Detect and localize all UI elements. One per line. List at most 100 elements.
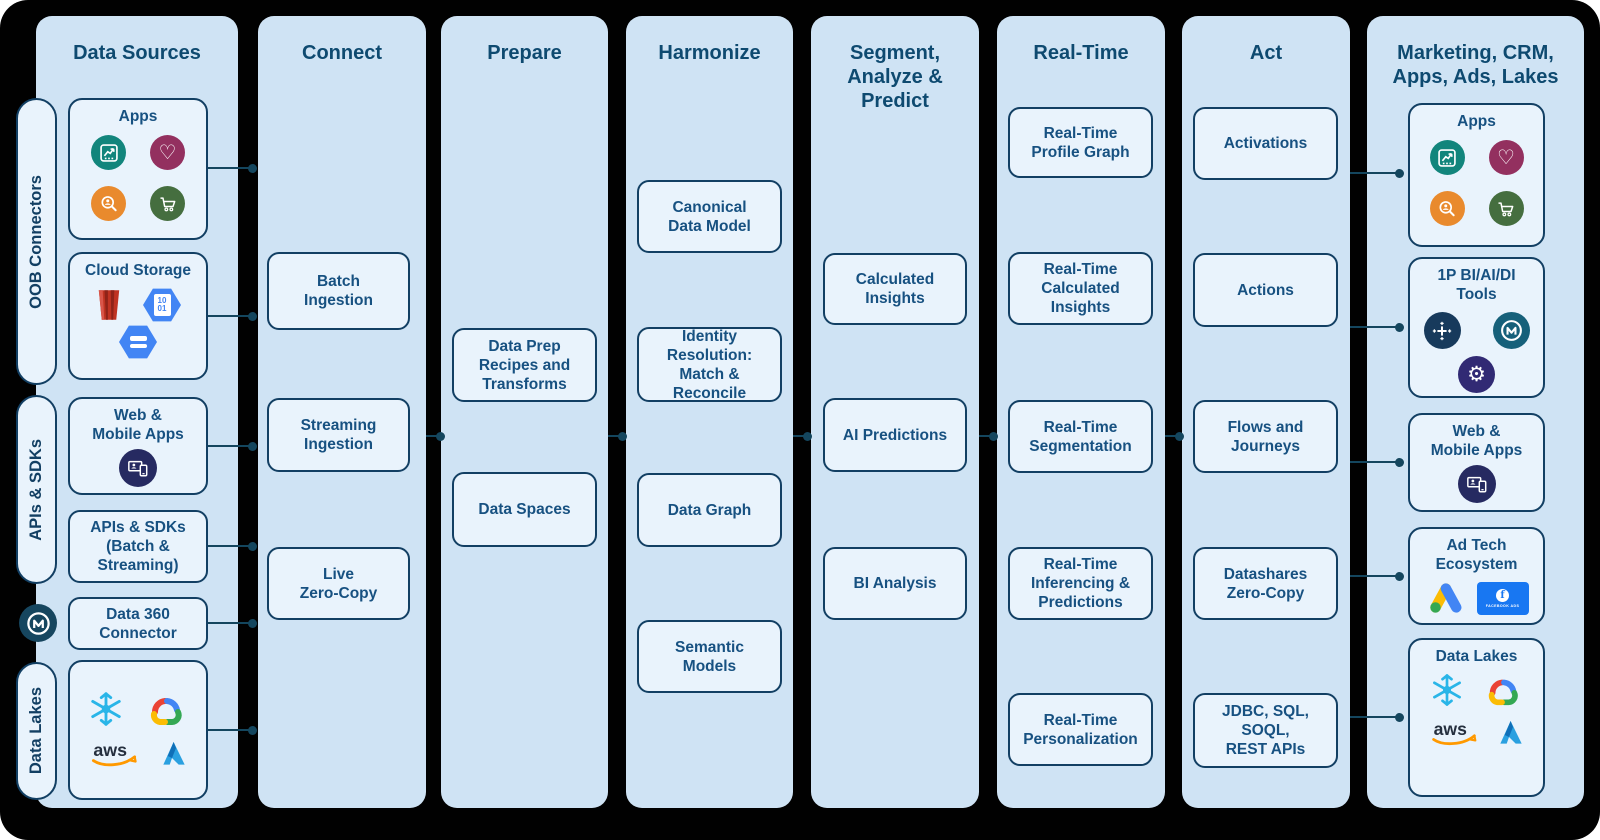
box-batch-ingestion: Batch Ingestion <box>267 252 410 330</box>
google-cloud-icon <box>1488 679 1518 706</box>
rail-label: APIs & SDKs <box>27 438 45 541</box>
box-data-spaces: Data Spaces <box>452 472 597 547</box>
cloud-storage-icons-row: 10 01 <box>95 288 181 322</box>
connector-apis-to-connect <box>208 541 257 551</box>
apps-icon-grid: ♡ <box>1429 140 1524 226</box>
card-data-lakes-sources: aws <box>68 660 208 800</box>
ad-tech-icons-row: f FACEBOOK ADS <box>1425 581 1529 615</box>
data-lakes-icons-row: aws <box>88 738 188 770</box>
box-calculated-insights: Calculated Insights <box>823 253 967 325</box>
aws-icon: aws <box>1431 719 1476 745</box>
analytics-chart-icon <box>91 135 126 170</box>
aws-icon: aws <box>91 740 137 767</box>
column-data-sources: Data Sources Apps ♡ Cloud Storage <box>36 16 238 808</box>
box-flows-journeys: Flows and Journeys <box>1193 400 1338 473</box>
card-title: Data 360 Connector <box>99 605 177 642</box>
column-title: Real-Time <box>1033 42 1129 64</box>
connector-flows-to-webmobile <box>1350 457 1404 467</box>
column-segment-analyze-predict: Segment, Analyze & Predict Calculated In… <box>811 16 979 808</box>
box-identity-resolution: Identity Resolution: Match & Reconcile <box>637 327 782 402</box>
azure-icon <box>1499 721 1522 744</box>
tableau-icon <box>1423 312 1461 349</box>
column-connect: Connect Batch Ingestion Streaming Ingest… <box>258 16 426 808</box>
rail-data-lakes: Data Lakes <box>16 662 57 800</box>
svg-text:aws: aws <box>1433 719 1466 739</box>
mulesoft-rail-icon <box>19 604 57 642</box>
rail-apis-sdks: APIs & SDKs <box>16 395 57 584</box>
column-real-time: Real-Time Real-Time Profile Graph Real-T… <box>997 16 1165 808</box>
box-data-prep: Data Prep Recipes and Transforms <box>452 328 597 402</box>
data-lakes-icons-row: aws <box>1429 717 1525 749</box>
connector-connect-to-prepare <box>426 431 445 441</box>
connector-realtime-to-act <box>1165 431 1184 441</box>
column-title: Harmonize <box>658 42 761 64</box>
connector-data360-to-connect <box>208 618 257 628</box>
svg-text:aws: aws <box>93 740 127 760</box>
column-title: Marketing, CRM, Apps, Ads, Lakes <box>1392 42 1559 88</box>
box-activations: Activations <box>1193 107 1338 180</box>
column-title: Data Sources <box>73 42 201 64</box>
box-rt-inferencing: Real-Time Inferencing & Predictions <box>1008 547 1153 620</box>
tools-icons-row <box>1423 312 1530 349</box>
column-act: Act Activations Actions Flows and Journe… <box>1182 16 1350 808</box>
box-ai-predictions: AI Predictions <box>823 398 967 472</box>
analytics-chart-icon <box>1429 140 1465 175</box>
web-mobile-icon <box>119 449 157 487</box>
aws-s3-icon <box>98 290 120 320</box>
mulesoft-icon <box>1492 312 1530 349</box>
card-title: Web & Mobile Apps <box>92 407 184 443</box>
rail-oob-connectors: OOB Connectors <box>16 98 57 385</box>
box-rt-calculated-insights: Real-Time Calculated Insights <box>1008 252 1153 325</box>
column-title: Prepare <box>487 42 562 64</box>
binary-doc-hex-icon: 10 01 <box>143 288 181 322</box>
box-jdbc-sql-soql-rest: JDBC, SQL, SOQL, REST APIs <box>1193 693 1338 768</box>
azure-icon <box>163 742 185 765</box>
card-cloud-storage: Cloud Storage 10 01 <box>68 252 208 380</box>
connector-harmonize-to-segment <box>793 431 812 441</box>
rail-label: Data Lakes <box>27 687 45 775</box>
card-title: 1P BI/AI/DI Tools <box>1437 267 1516 303</box>
card-title: Web & Mobile Apps <box>1430 423 1523 459</box>
connector-jdbc-to-datalakes <box>1350 712 1404 722</box>
column-title: Act <box>1249 42 1283 64</box>
card-title: APIs & SDKs (Batch & Streaming) <box>90 519 186 574</box>
einstein-ai-icon: ⚙ <box>1458 356 1495 393</box>
box-rt-personalization: Real-Time Personalization <box>1008 693 1153 766</box>
card-title: Apps <box>1457 113 1496 130</box>
web-mobile-icon <box>1457 465 1496 503</box>
column-title: Connect <box>302 42 382 64</box>
google-cloud-storage-icon <box>119 325 157 359</box>
snowflake-icon <box>1432 674 1461 706</box>
connector-activations-to-apps <box>1350 168 1404 178</box>
box-datashares-zero-copy: Datashares Zero-Copy <box>1193 547 1338 620</box>
card-apis-sdks: APIs & SDKs (Batch & Streaming) <box>68 510 208 583</box>
apps-icon-grid: ♡ <box>91 135 185 221</box>
card-title: Apps <box>118 108 158 125</box>
box-rt-segmentation: Real-Time Segmentation <box>1008 400 1153 473</box>
card-data-360-connector: Data 360 Connector <box>68 597 208 650</box>
column-marketing-crm: Marketing, CRM, Apps, Ads, Lakes Apps ♡ … <box>1367 16 1584 808</box>
person-search-icon <box>91 186 126 221</box>
box-actions: Actions <box>1193 253 1338 327</box>
column-title: Segment, Analyze & Predict <box>847 42 943 112</box>
connector-segment-to-realtime <box>979 431 998 441</box>
connector-apps-to-connect <box>208 163 257 173</box>
cart-icon <box>150 186 185 221</box>
box-data-graph: Data Graph <box>637 473 782 547</box>
data-lakes-icons-row <box>1429 672 1525 708</box>
connector-datalakes-to-connect <box>208 725 257 735</box>
connector-prepare-to-harmonize <box>608 431 627 441</box>
box-live-zero-copy: Live Zero-Copy <box>267 547 410 620</box>
google-ads-icon <box>1429 583 1461 613</box>
card-web-mobile-apps: Web & Mobile Apps <box>68 397 208 495</box>
person-search-icon <box>1429 191 1465 226</box>
connector-actions-to-tools <box>1350 322 1404 332</box>
box-semantic-models: Semantic Models <box>637 620 782 693</box>
facebook-ads-icon: f FACEBOOK ADS <box>1476 581 1529 615</box>
card-apps: Apps ♡ <box>68 98 208 240</box>
card-web-mobile-apps-marketing: Web & Mobile Apps <box>1408 413 1545 512</box>
connector-cloudstorage-to-connect <box>208 311 257 321</box>
card-1p-bi-ai-di-tools: 1P BI/AI/DI Tools ⚙ <box>1408 257 1545 398</box>
loyalty-heart-icon: ♡ <box>150 135 185 170</box>
